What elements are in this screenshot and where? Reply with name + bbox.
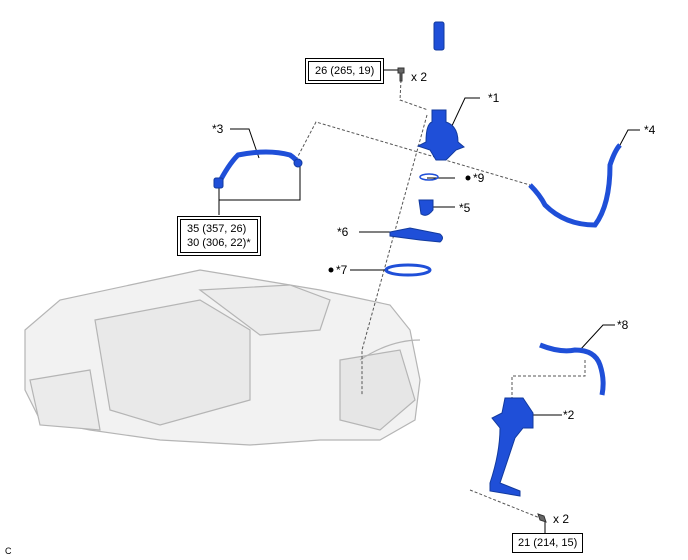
engine-illustration [24,269,421,446]
fuel-pipe-part-3 [215,149,301,187]
bolt-top-quantity: x 2 [411,70,428,84]
torque-value-top: 26 (265, 19) [308,61,382,81]
fuel-pipe-part-4 [528,143,622,228]
torque-value-pipe-2: 30 (306, 22)* [187,237,251,249]
lifter-part-5 [418,199,434,216]
gasket-part-7 [384,263,432,277]
fuel-pump-housing-part-2 [489,397,534,497]
callout-1: *1 [488,91,500,105]
parts [213,21,622,523]
fuel-pump-part-1 [416,109,465,161]
torque-values-pipe: 35 (357, 26) 30 (306, 22)* [180,219,258,253]
torque-value-pipe-1: 35 (357, 26) [187,223,247,235]
insulator-part-6 [389,227,443,243]
bolt-bottom-quantity: x 2 [553,512,570,526]
o-ring-part-9 [419,173,439,181]
callout-9: *9 [473,171,485,185]
bolt-bottom-icon [537,513,547,523]
bolt-top-icon [397,67,405,82]
replace-marker-7 [328,267,334,273]
callout-6: *6 [337,225,349,239]
illustration-code: C [5,546,12,556]
callout-5: *5 [459,201,471,215]
leader-lines [218,69,640,534]
torque-box-bottom: 21 (214, 15) [512,533,584,553]
callout-8: *8 [617,318,629,332]
torque-box-pipe: 35 (357, 26) 30 (306, 22)* [177,216,261,256]
fuel-pipe-part-8 [539,342,606,396]
assembly-guide-lines [295,79,586,519]
connector-part [433,21,445,51]
callout-7: *7 [336,263,348,277]
callout-4: *4 [644,123,656,137]
torque-box-top: 26 (265, 19) [305,58,385,84]
callout-2: *2 [563,408,575,422]
callout-3: *3 [212,122,224,136]
replace-marker-9 [465,175,471,181]
